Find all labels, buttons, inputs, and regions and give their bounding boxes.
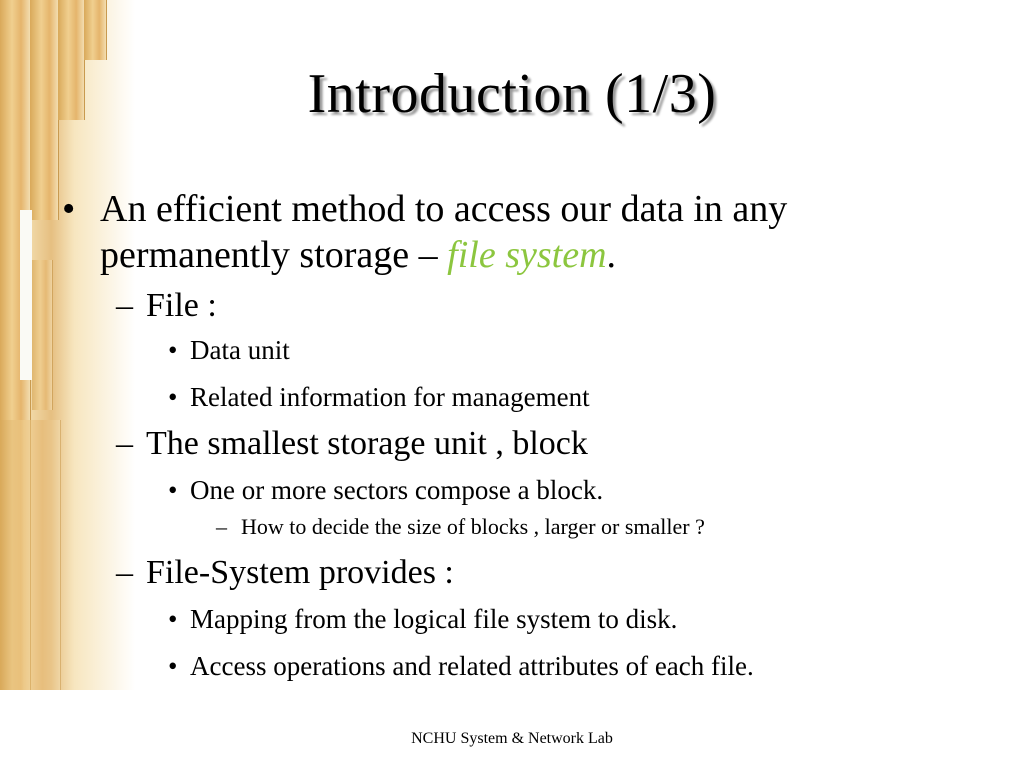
bullet-dot-icon: • [168,475,178,505]
list-item-text: One or more sectors compose a block. [190,475,604,505]
subitem-file: – File : [58,286,958,326]
dash-icon: – [116,287,133,324]
list-item-text: Data unit [190,335,290,365]
bullet-dot-icon: • [62,188,76,230]
bullet-text: An efficient method to access our data i… [100,188,788,276]
slide-content: • An efficient method to access our data… [58,186,958,683]
wood-decoration [0,0,135,690]
subitem-label: File-System provides : [146,554,454,591]
accent-text: file system [447,234,607,276]
list-item: • Access operations and related attribut… [58,650,958,683]
list-item-level4: – How to decide the size of blocks , lar… [58,513,958,541]
subitem-block: – The smallest storage unit , block [58,424,958,464]
subitem-label: The smallest storage unit , block [146,425,588,462]
bullet-dot-icon: • [168,604,178,634]
list-item-text: How to decide the size of blocks , large… [241,514,705,539]
list-item: • Data unit [58,334,958,367]
dash-icon: – [116,554,133,591]
bullet-dot-icon: • [168,651,178,681]
list-item: • One or more sectors compose a block. [58,474,958,507]
bullet-text-end: . [606,234,617,276]
list-item: • Mapping from the logical file system t… [58,603,958,636]
dash-icon: – [216,514,227,539]
list-item-text: Access operations and related attributes… [190,651,754,681]
subitem-filesystem: – File-System provides : [58,553,958,593]
slide-title: Introduction (1/3) [307,63,717,125]
list-item-text: Related information for management [190,382,590,412]
footer: NCHU System & Network Lab [411,730,613,747]
bullet-dot-icon: • [168,335,178,365]
list-item: • Related information for management [58,381,958,414]
bullet-dot-icon: • [168,382,178,412]
dash-icon: – [116,425,133,462]
subitem-label: File : [146,287,217,324]
bullet-level1: • An efficient method to access our data… [58,186,958,278]
list-item-text: Mapping from the logical file system to … [190,604,678,634]
